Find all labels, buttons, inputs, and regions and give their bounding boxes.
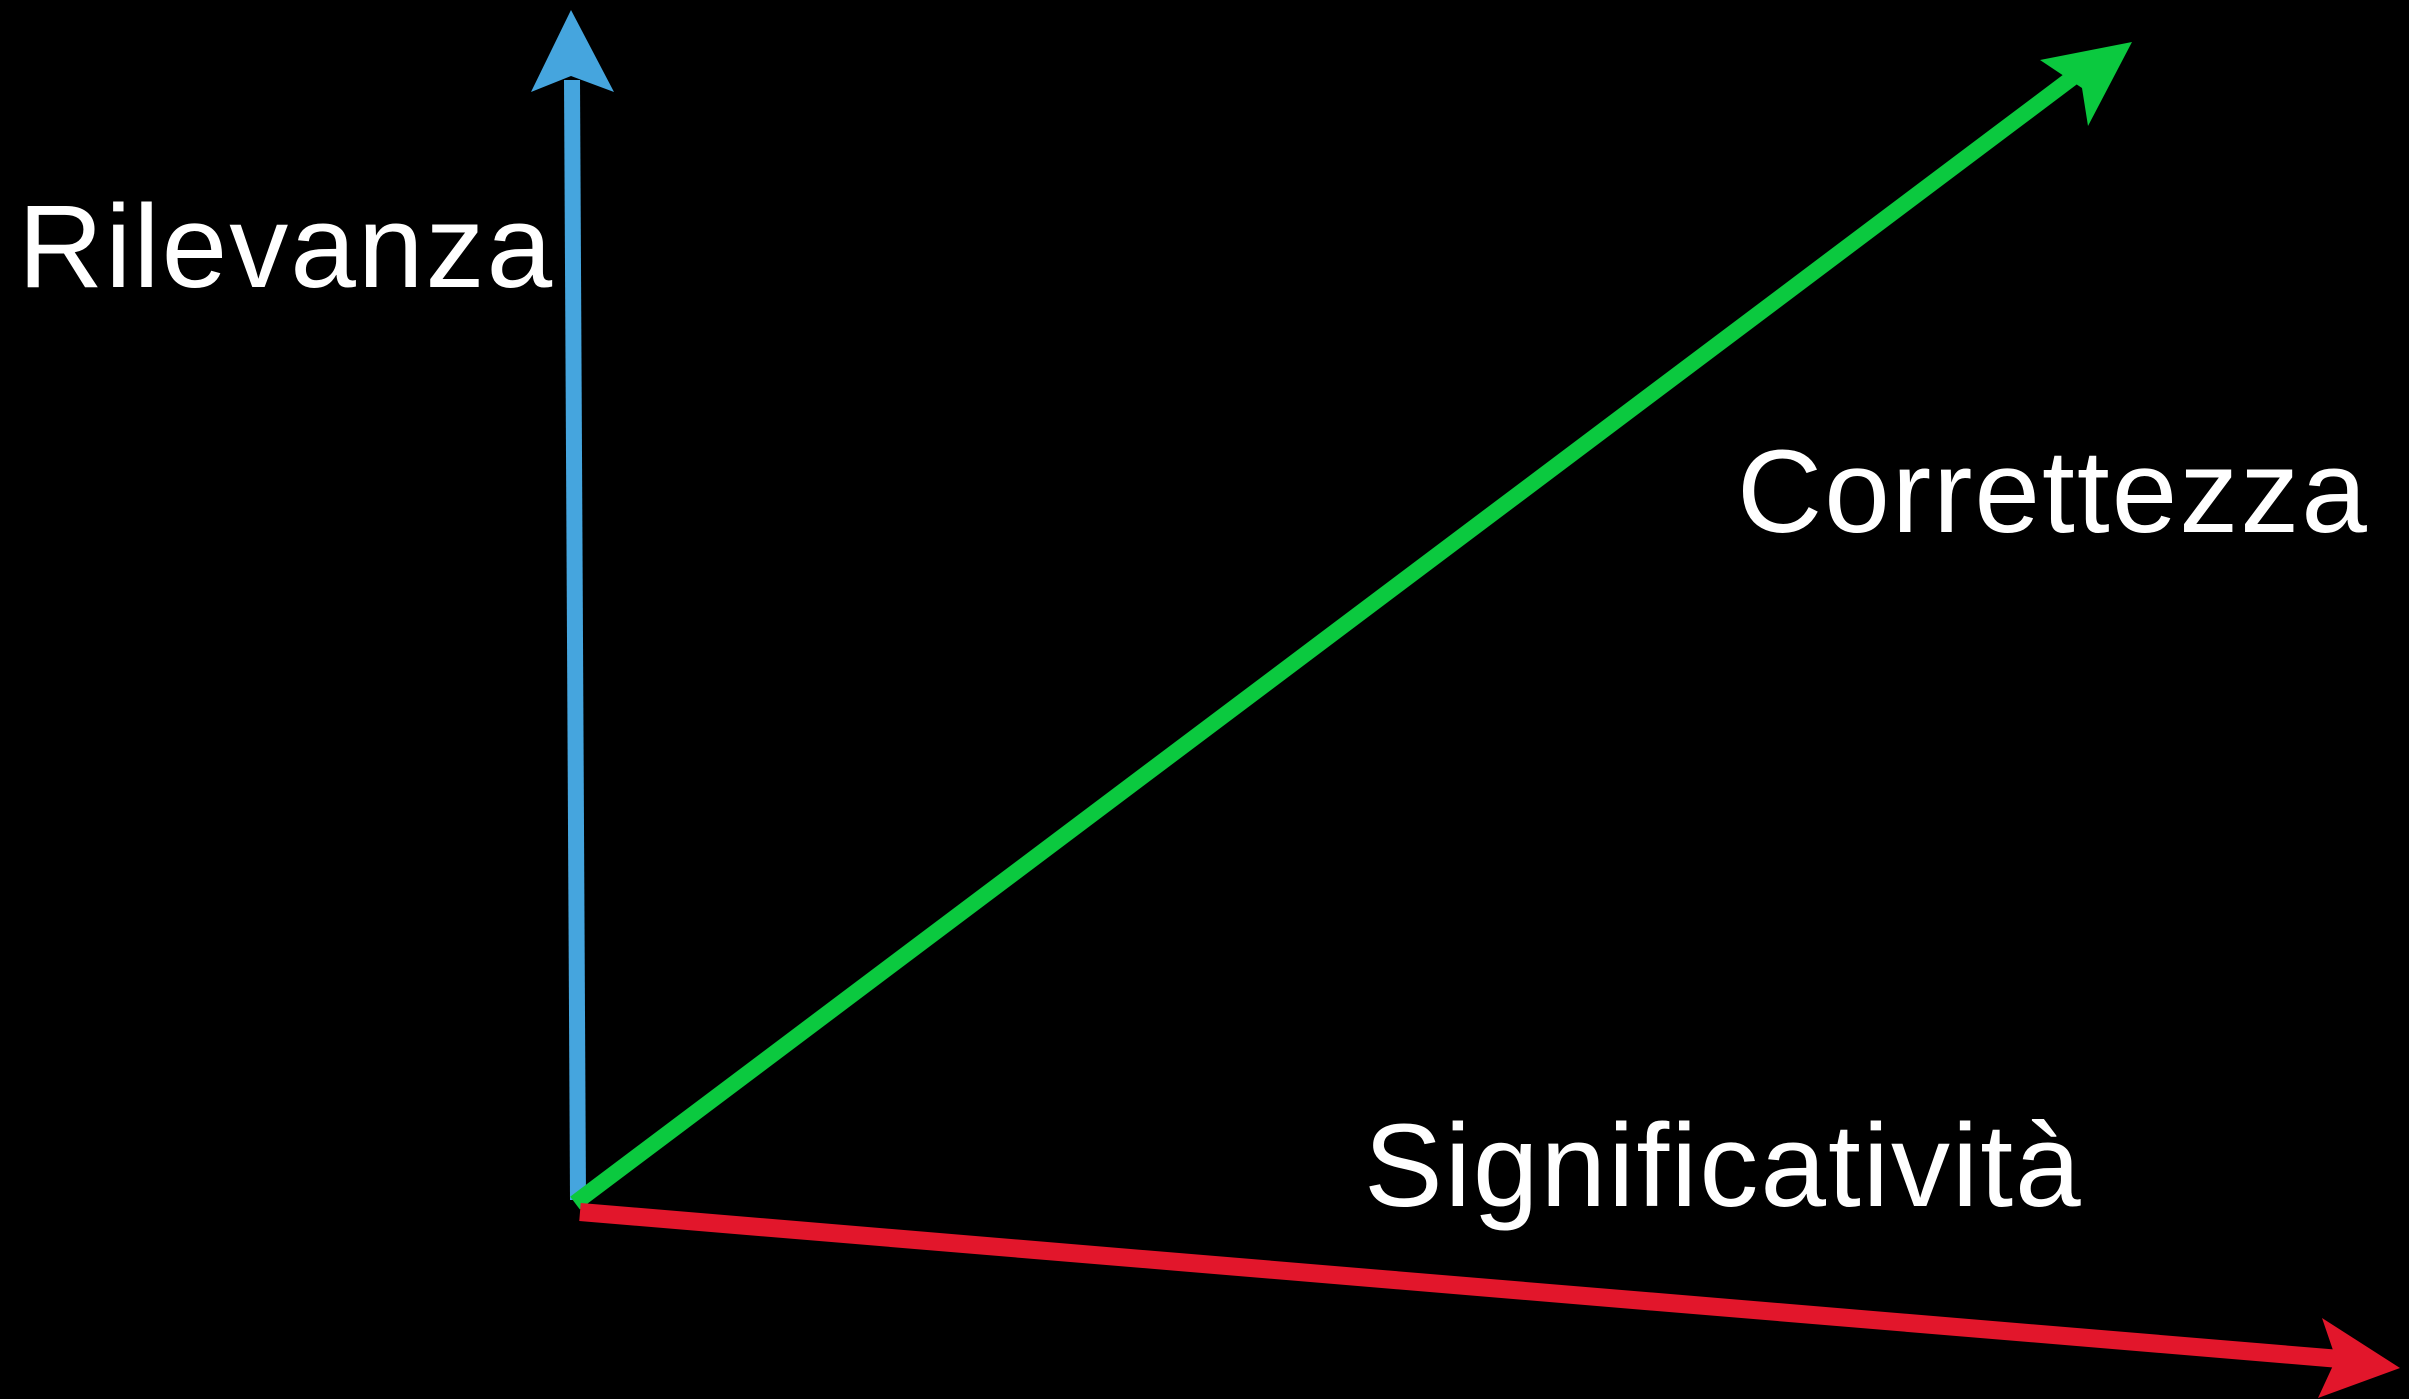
vector-correttezza: [570, 42, 2132, 1210]
label-rilevanza: Rilevanza: [18, 181, 554, 313]
significativita-arrow-shaft: [579, 1203, 2341, 1368]
label-significativita: Significatività: [1364, 1100, 2083, 1232]
rilevanza-arrow-shaft: [564, 79, 586, 1201]
correttezza-arrowhead: [2040, 42, 2132, 126]
correttezza-arrow-shaft: [570, 65, 2085, 1210]
rilevanza-arrowhead: [531, 10, 614, 92]
vector-significativita: [579, 1203, 2400, 1398]
label-correttezza: Correttezza: [1737, 426, 2369, 558]
vector-rilevanza: [531, 10, 614, 1201]
significativita-arrowhead: [2318, 1318, 2400, 1398]
